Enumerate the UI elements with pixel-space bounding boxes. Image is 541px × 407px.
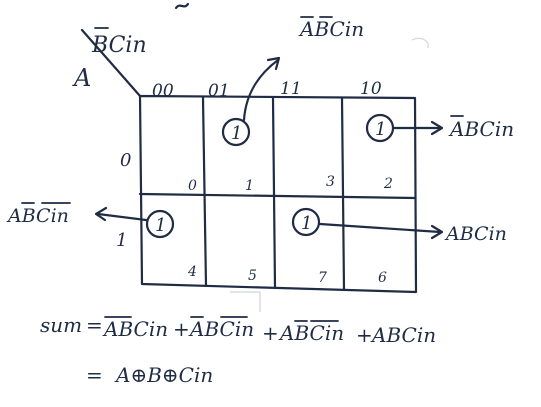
kmap-outer-border [138,94,418,294]
plus-sign: + [356,323,373,347]
cell-index: 3 [326,174,335,190]
row-header: 0 [120,150,131,171]
column-header: 00 [152,81,174,101]
cell-index: 6 [378,270,387,286]
sum-label: sum [40,313,82,337]
column-header: 10 [360,79,382,99]
sum-term: ABCin [102,317,168,341]
minterm-value: 1 [231,123,242,144]
term-arrow-line [96,212,148,222]
term-label: ABCin [6,205,69,227]
sum-result: A⊕B⊕Cin [114,363,213,387]
term-arrow-head [94,206,108,222]
cell-index: 0 [188,178,197,194]
cell-index: 5 [248,268,257,284]
corner-column-vars: BCin [91,33,147,58]
ghost-mark [411,37,429,49]
term-label: ABCin [444,223,507,245]
cell-index: 7 [318,270,327,286]
minterm-circle [221,117,251,147]
cell-index: 1 [245,178,254,194]
term-arrow-line [318,222,442,234]
cell-index: 4 [187,264,197,280]
kmap-column-divider [201,96,208,288]
term-arrow-head [266,56,281,71]
row-header: 1 [116,230,127,251]
plus-sign: + [173,317,190,341]
sum-term: ABCin [278,321,344,345]
corner-row-var: A [72,64,91,92]
kmap-row-divider [138,192,417,200]
kmap-column-divider [271,96,277,290]
ghost-mark [230,291,261,312]
minterm-value: 1 [155,215,166,236]
sum-term: ABCin [188,317,254,341]
term-label: ABCin [448,117,514,141]
term-arrow-head [430,224,444,240]
kmap-column-divider [340,96,346,292]
column-header: 11 [280,79,302,99]
column-header: 01 [208,81,230,101]
top-scribble [174,2,190,10]
minterm-circle [145,209,175,239]
equals-sign: = [86,363,103,387]
minterm-value: 1 [301,213,312,234]
term-arrow-line [242,58,280,122]
plus-sign: + [262,321,279,345]
cell-index: 2 [383,176,393,192]
minterm-circle [291,207,321,237]
minterm-value: 1 [375,119,386,140]
equals-sign: = [86,313,103,337]
sum-term: ABCin [370,323,436,347]
term-label: ABCin [298,17,364,41]
term-arrow-head [430,120,444,136]
corner-diagonal [80,28,142,98]
